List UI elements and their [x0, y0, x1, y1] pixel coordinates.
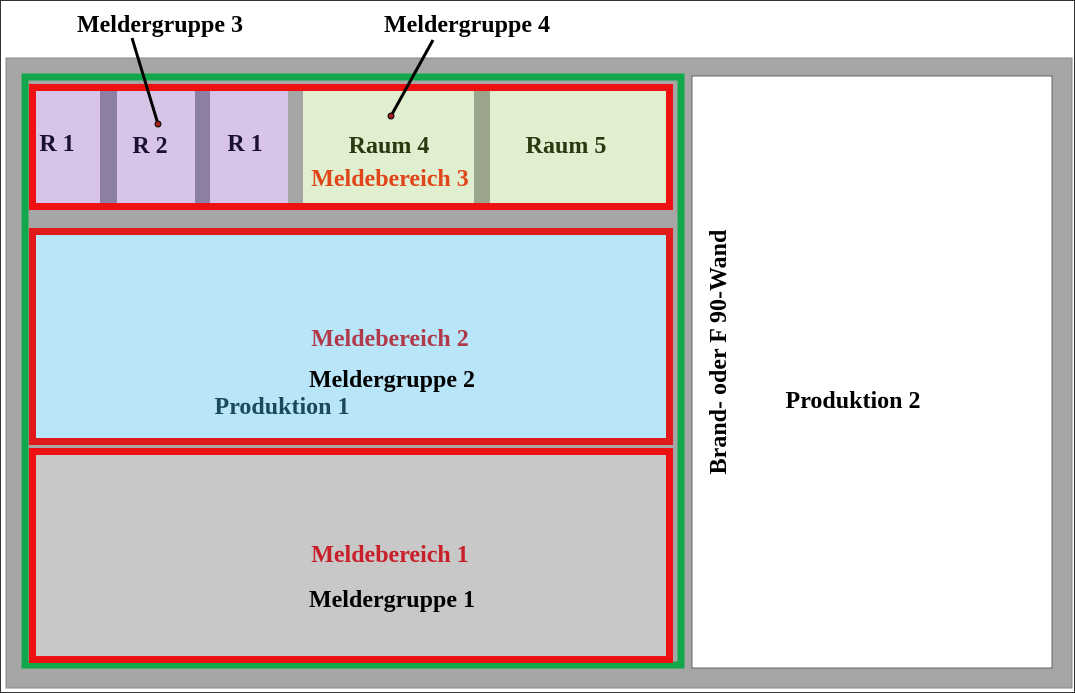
label-fire-wall: Brand- oder F 90-Wand: [706, 229, 732, 474]
room-wall: [288, 90, 303, 204]
label-meldergruppe-2: Meldergruppe 2: [309, 367, 475, 393]
room-wall: [100, 90, 117, 204]
produktion-2-area: [691, 75, 1053, 669]
label-room-r1-b: R 1: [227, 131, 262, 157]
room-r2: [117, 90, 195, 204]
label-room-r2: R 2: [132, 133, 167, 159]
room-raum5: [490, 90, 666, 204]
meldebereich-1-area: [29, 448, 673, 663]
label-meldebereich-2: Meldebereich 2: [311, 326, 469, 352]
label-meldergruppe-3: Meldergruppe 3: [77, 12, 243, 38]
meldebereich-3-border: [29, 84, 673, 210]
room-wall: [195, 90, 210, 204]
label-produktion-2: Produktion 2: [786, 388, 921, 414]
detector-dot: [387, 112, 395, 120]
meldebereich-2-area: [29, 228, 673, 445]
leader-line-meldergruppe-3: [130, 37, 160, 125]
room-raum4: [303, 90, 474, 204]
room-r1-b: [210, 90, 288, 204]
label-produktion-1: Produktion 1: [215, 394, 350, 420]
room-wall: [474, 90, 490, 204]
room-r1-a: [35, 90, 100, 204]
label-meldergruppe-1: Meldergruppe 1: [309, 587, 475, 613]
label-room-r1-a: R 1: [39, 131, 74, 157]
label-meldergruppe-4: Meldergruppe 4: [384, 12, 550, 38]
leader-line-meldergruppe-4: [389, 39, 435, 117]
label-room-raum5: Raum 5: [526, 133, 607, 159]
label-meldebereich-3: Meldebereich 3: [311, 166, 469, 192]
label-meldebereich-1: Meldebereich 1: [311, 542, 469, 568]
label-room-raum4: Raum 4: [349, 133, 430, 159]
detector-dot: [154, 120, 162, 128]
